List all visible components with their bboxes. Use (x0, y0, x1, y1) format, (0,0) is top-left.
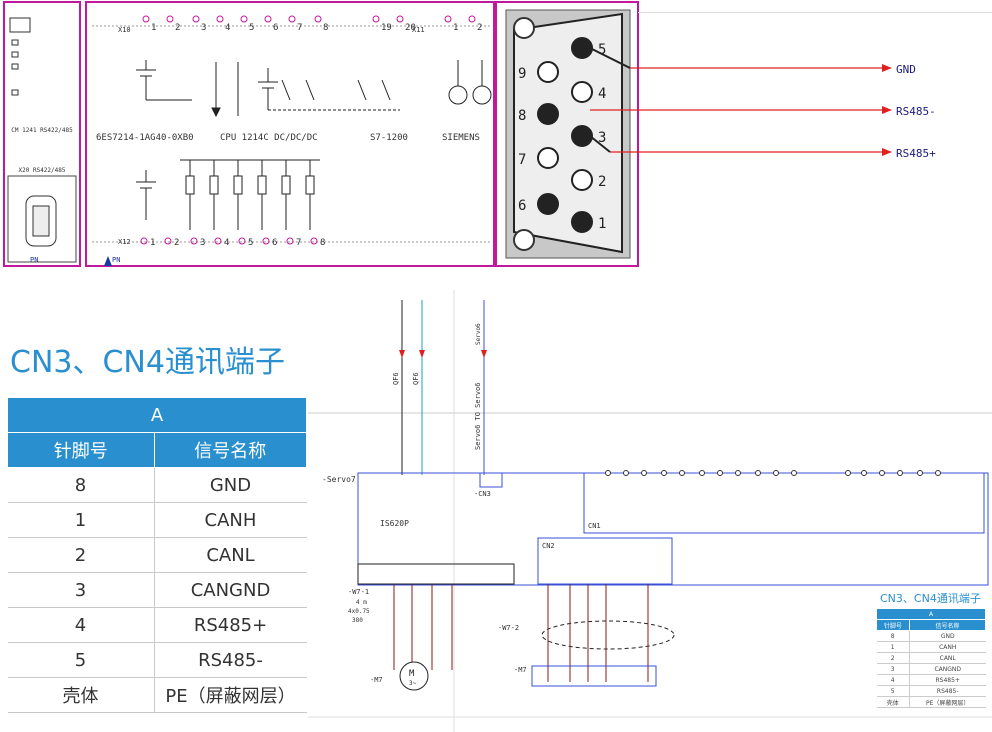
cn1-label: CN1 (588, 522, 601, 530)
pin-8-gnd (537, 103, 559, 125)
servo-schematic: QF6 QF6 Servo6 TO Servo6 Servo6 -Servo7 … (308, 290, 992, 732)
cpu-brand: SIEMENS (442, 133, 480, 143)
pin-table-title: CN3、CN4通讯端子 (10, 345, 285, 380)
cable-w7-2: -W7-2 (498, 624, 519, 632)
svg-text:3~: 3~ (409, 680, 417, 687)
svg-text:4: 4 (225, 23, 230, 33)
svg-text:3: 3 (598, 130, 606, 146)
svg-text:4: 4 (224, 238, 229, 248)
col-signal-header: 信号名称 (153, 432, 307, 468)
motor-icon (399, 661, 429, 691)
svg-text:8: 8 (320, 238, 325, 248)
svg-text:6: 6 (272, 238, 277, 248)
svg-text:5: 5 (249, 23, 254, 33)
servo-drive-box (357, 472, 989, 586)
svg-text:8: 8 (518, 108, 526, 124)
cable-w7-1: -W7-1 (348, 588, 369, 596)
motor-tag: -M7 (370, 676, 383, 684)
svg-text:5: 5 (598, 42, 606, 58)
servo-tag: -Servo7 (322, 475, 356, 484)
svg-text:3: 3 (200, 238, 205, 248)
svg-text:20: 20 (405, 23, 416, 33)
svg-text:4: 4 (598, 86, 606, 102)
svg-text:2: 2 (175, 23, 180, 33)
svg-text:1: 1 (150, 238, 155, 248)
svg-text:7: 7 (296, 238, 301, 248)
cm-led-block (9, 17, 31, 33)
cn2-label: CN2 (542, 542, 555, 550)
x10-label: X10 (118, 26, 131, 34)
svg-text:2: 2 (477, 23, 482, 33)
pn-port-label: PN (112, 256, 120, 264)
cpu-1214c-body (85, 1, 495, 267)
qf6-label-1: QF6 (392, 372, 400, 385)
pn-port-label-left: PN (30, 256, 38, 264)
svg-text:1: 1 (453, 23, 458, 33)
svg-text:2: 2 (598, 174, 606, 190)
x12-label: X12 (118, 238, 131, 246)
svg-text:1: 1 (151, 23, 156, 33)
svg-text:7: 7 (518, 152, 526, 168)
svg-text:M: M (409, 669, 415, 679)
mini-table-title: CN3、CN4通讯端子 (880, 592, 981, 605)
cable-w7-1-voltage: 380 (352, 617, 363, 624)
servo-link-top: Servo6 (475, 323, 482, 345)
svg-text:6: 6 (273, 23, 278, 33)
x11-label: X11 (412, 26, 425, 34)
cm-module-label: CM 1241 RS422/485 (11, 127, 73, 134)
cm-module-sub: X20 RS422/485 (19, 167, 66, 174)
signal-rs485-minus: RS485- (896, 105, 936, 118)
cpu-order-number: 6ES7214-1AG40-0XB0 (96, 133, 194, 143)
signal-rs485-plus: RS485+ (896, 147, 936, 160)
qf6-label-2: QF6 (412, 372, 420, 385)
cpu-series: S7-1200 (370, 133, 408, 143)
svg-text:19: 19 (381, 23, 392, 33)
cpu-model: CPU 1214C DC/DC/DC (220, 133, 318, 143)
svg-text:2: 2 (174, 238, 179, 248)
svg-text:9: 9 (518, 66, 526, 82)
plc-wiring-diagram: CM 1241 RS422/485 X20 RS422/485 X10 X11 … (3, 1, 639, 267)
drive-name: IS620P (380, 519, 409, 528)
pin-table-group-header: A (7, 397, 307, 433)
encoder-tag: -M7 (514, 666, 527, 674)
signal-gnd: GND (896, 63, 916, 76)
servo-link-label: Servo6 TO Servo6 (474, 383, 482, 450)
svg-text:8: 8 (323, 23, 328, 33)
svg-text:3: 3 (201, 23, 206, 33)
svg-text:6: 6 (518, 198, 526, 214)
cn3-label: -CN3 (474, 490, 491, 498)
col-pin-header: 针脚号 (7, 432, 155, 468)
cable-w7-1-length: 4 m (356, 599, 367, 606)
svg-text:7: 7 (297, 23, 302, 33)
svg-text:5: 5 (248, 238, 253, 248)
cable-w7-1-section: 4x0.75 (348, 608, 370, 615)
svg-text:1: 1 (598, 216, 606, 232)
signal-lines: GND RS485- RS485+ (590, 47, 936, 160)
